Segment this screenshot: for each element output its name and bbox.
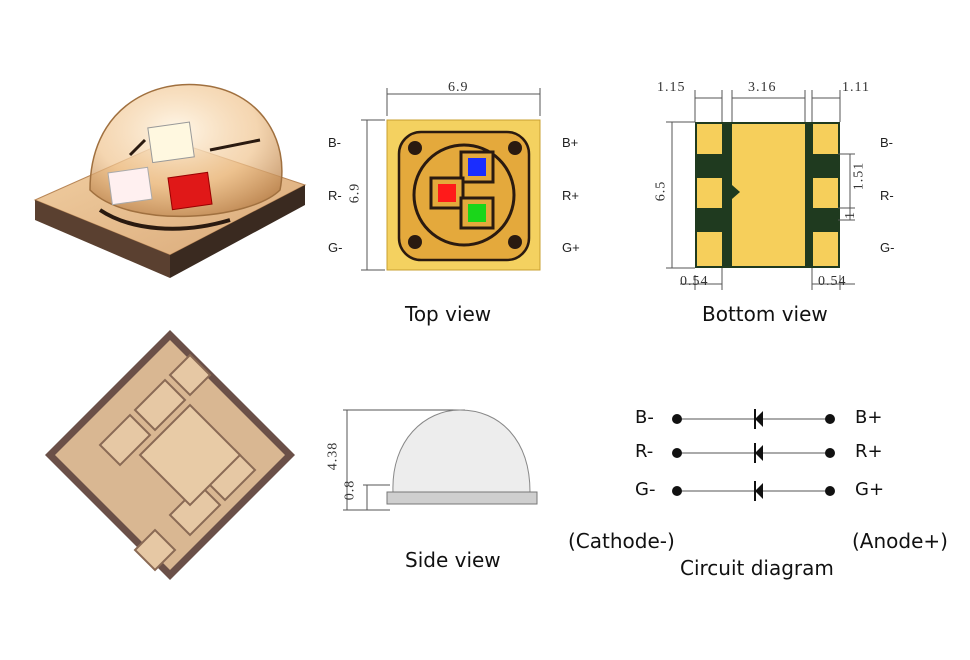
cathode-label: (Cathode-) bbox=[568, 529, 675, 553]
top-left-pin-3: G- bbox=[328, 240, 343, 255]
top-right-pin-2: R+ bbox=[562, 188, 579, 203]
anode-label: (Anode+) bbox=[852, 529, 948, 553]
blue-chip bbox=[468, 158, 486, 176]
side-view-drawing bbox=[343, 409, 538, 511]
bottom-right-pin-2: R- bbox=[880, 188, 894, 203]
bottom-dim-bl: 0.54 bbox=[680, 274, 709, 289]
bottom-pad-gap: 1 bbox=[843, 211, 858, 219]
bottom-height-dim: 6.5 bbox=[653, 180, 669, 202]
circuit-right-pin-3: G+ bbox=[855, 479, 885, 500]
led-bottom-photo bbox=[45, 330, 295, 580]
red-chip bbox=[438, 184, 456, 202]
bottom-right-pin-1: B- bbox=[880, 135, 893, 150]
side-total-height: 4.38 bbox=[325, 441, 341, 471]
green-chip bbox=[468, 204, 486, 222]
top-width-dim: 6.9 bbox=[448, 80, 469, 95]
bottom-dim-br: 0.54 bbox=[818, 274, 847, 289]
top-view-drawing bbox=[361, 88, 541, 271]
bottom-pad-pitch: 1.51 bbox=[851, 161, 867, 191]
bottom-dim-center: 3.16 bbox=[748, 80, 777, 95]
circuit-right-pin-1: B+ bbox=[855, 407, 883, 428]
bottom-right-pin-3: G- bbox=[880, 240, 895, 255]
bottom-view-caption: Bottom view bbox=[702, 302, 828, 326]
side-view-caption: Side view bbox=[405, 548, 501, 572]
top-right-pin-1: B+ bbox=[562, 135, 579, 150]
circuit-diagram-caption: Circuit diagram bbox=[680, 556, 834, 580]
top-left-pin-1: B- bbox=[328, 135, 341, 150]
led-product-photo bbox=[33, 83, 307, 278]
circuit-left-pin-2: R- bbox=[635, 441, 654, 462]
circuit-left-pin-3: G- bbox=[635, 479, 656, 500]
top-height-dim: 6.9 bbox=[347, 182, 363, 204]
top-left-pin-2: R- bbox=[328, 188, 342, 203]
top-view-caption: Top view bbox=[405, 302, 492, 326]
side-base-height: 0.8 bbox=[342, 479, 358, 501]
top-right-pin-3: G+ bbox=[562, 240, 580, 255]
bottom-dim-left: 1.15 bbox=[657, 80, 686, 95]
circuit-drawing bbox=[672, 409, 835, 501]
bottom-view-drawing bbox=[666, 90, 855, 290]
circuit-left-pin-1: B- bbox=[635, 407, 654, 428]
bottom-dim-right: 1.11 bbox=[842, 80, 870, 95]
circuit-right-pin-2: R+ bbox=[855, 441, 883, 462]
